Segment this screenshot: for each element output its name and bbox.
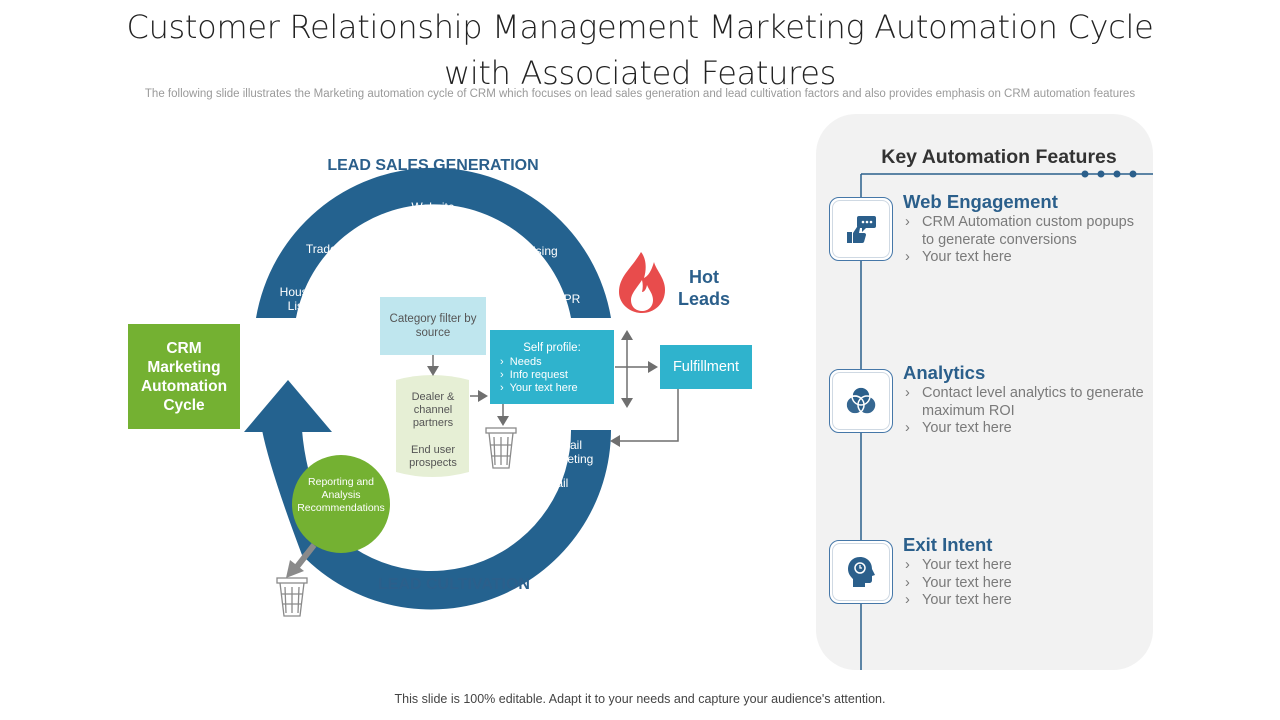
dealer-scroll	[396, 375, 469, 477]
arc-label-event-invites: Event Invites	[454, 505, 524, 519]
feature-bullets-exit-intent: Your text here Your text here Your text …	[903, 557, 1148, 610]
feature-bullet: Your text here	[903, 575, 1148, 593]
venn-diagram-icon	[845, 386, 877, 415]
feature-bullet: Your text here	[903, 420, 1148, 438]
lead-sales-generation-heading: LEAD SALES GENERATION	[327, 157, 539, 174]
self-profile-box: Self profile: › Needs › Info request › Y…	[490, 330, 614, 404]
crm-cycle-box: CRM Marketing Automation Cycle	[128, 324, 240, 429]
title-line-1: Customer Relationship Management Marketi…	[126, 8, 1154, 46]
subtitle: The following slide illustrates the Mark…	[144, 88, 1136, 100]
feature-bullets-web-engagement: CRM Automation custom popups to generate…	[903, 214, 1148, 267]
arc-label-your-text-here: Your Text Here	[399, 533, 479, 547]
fulfillment-box: Fulfillment	[660, 345, 752, 389]
feature-bullet: Your text here	[903, 592, 1148, 610]
lead-cultivation-heading: LEAD CULTIVATION	[378, 576, 530, 593]
page-title: Customer Relationship Management Marketi…	[0, 4, 1280, 96]
web-engagement-icon-box	[829, 197, 893, 261]
cycle-arrow-head	[244, 380, 332, 432]
analytics-icon-box	[829, 369, 893, 433]
trash-icon-middle	[485, 427, 517, 469]
arc-label-trade-shows: Trade Shows	[305, 242, 377, 256]
feature-title-analytics: Analytics	[903, 362, 986, 383]
arc-label-email-marketing: Email Marketing	[540, 438, 594, 466]
dealer-text: Dealer & channel partners	[411, 391, 455, 429]
hot-leads-label: Hot Leads	[677, 267, 731, 309]
feature-bullet: Contact level analytics to generate maxi…	[903, 385, 1148, 420]
title-line-2: with Associated Features	[443, 54, 837, 92]
footer-note: This slide is 100% editable. Adapt it to…	[394, 692, 886, 706]
end-user-text: End user prospects	[409, 444, 457, 469]
category-filter-box: Category filter by source	[380, 297, 486, 355]
arc-label-advertising: Advertising	[498, 244, 558, 258]
feature-title-exit-intent: Exit Intent	[903, 534, 993, 555]
feature-bullet: CRM Automation custom popups to generate…	[903, 214, 1148, 249]
feature-bullet: Your text here	[903, 557, 1148, 575]
head-profile-icon	[848, 557, 875, 587]
feature-title-web-engagement: Web Engagement	[903, 191, 1058, 212]
feature-bullets-analytics: Contact level analytics to generate maxi…	[903, 385, 1148, 438]
trash-icon-bottom	[276, 577, 308, 617]
cycle-diagram	[244, 167, 679, 617]
features-title: Key Automation Features	[881, 146, 1117, 168]
arc-label-pr: PR	[563, 292, 581, 306]
reporting-circle	[292, 455, 390, 553]
thumbs-up-chat-icon	[847, 216, 876, 244]
exit-intent-icon-box	[829, 540, 893, 604]
arc-label-direct-mail: Direct Mail	[511, 476, 569, 490]
reporting-text: Reporting and Analysis Recommendations	[297, 476, 385, 514]
self-profile-item: › Info request	[500, 369, 568, 381]
self-profile-header: Self profile:	[523, 342, 581, 354]
arc-label-website: Website	[411, 200, 455, 214]
self-profile-item: › Needs	[500, 356, 542, 368]
bottom-arc	[302, 430, 611, 610]
flame-icon	[619, 252, 665, 313]
arc-label-house-list: House List	[279, 285, 315, 313]
self-profile-item: › Your text here	[500, 382, 578, 394]
feature-bullet: Your text here	[903, 249, 1148, 267]
top-arc	[256, 167, 611, 318]
